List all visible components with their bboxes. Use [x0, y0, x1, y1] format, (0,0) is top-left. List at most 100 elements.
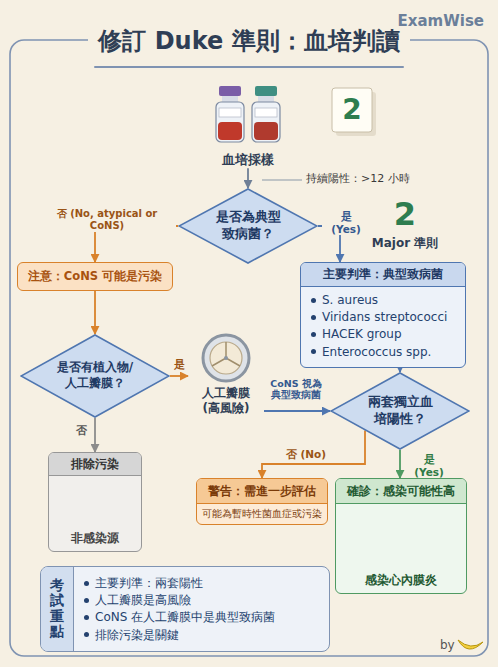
box-text: 感染心內膜炎 — [336, 570, 466, 593]
box-heading: 主要判準：典型致病菌 — [301, 263, 465, 287]
title-bar: 修訂 Duke 準則：血培判讀 — [0, 26, 498, 56]
diagnosis-box: 確診：感染可能性高感染心內膜炎 — [335, 478, 467, 594]
flow-connector — [262, 431, 365, 479]
box-text: 注意：CoNS 可能是污染 — [23, 269, 167, 284]
count-card — [332, 88, 376, 136]
diagram-title: 修訂 Duke 準則：血培判讀 — [88, 27, 409, 55]
valve-leaflets — [212, 342, 240, 366]
diamond-inner: 是否有植入物/人工瓣膜？ — [20, 334, 170, 418]
decision-text: 兩套獨立血培陽性？ — [365, 394, 435, 428]
edge-label: 是 — [171, 358, 187, 371]
box-heading: 排除污染 — [49, 453, 141, 476]
valve-center — [224, 356, 228, 360]
card — [332, 88, 372, 132]
bullet-dot — [84, 615, 89, 620]
list-item: 主要判準：兩套陽性 — [95, 575, 203, 591]
bottle-liquid — [218, 122, 242, 140]
list-item: Enterococcus spp. — [322, 344, 431, 360]
criteria-box: 主要判準：典型致病菌S. aureusViridans streptococci… — [300, 262, 466, 368]
list-item: CoNS 在人工瓣膜中是典型致病菌 — [95, 609, 275, 625]
list-row: HACEK group — [311, 326, 455, 342]
diamond-inner: 是否為典型致病菌？ — [178, 188, 318, 264]
bottle-neck — [222, 96, 238, 102]
decision-text: 是否有植入物/人工瓣膜？ — [52, 360, 138, 391]
bottle-cap — [255, 86, 277, 96]
bullet-dot — [84, 632, 89, 637]
bottle-label — [219, 108, 241, 117]
banana-icon — [458, 640, 483, 649]
icon-space — [336, 504, 466, 570]
blood-culture-bottles — [216, 86, 280, 142]
card-number: 2 — [332, 92, 372, 128]
flow-connector — [399, 450, 401, 478]
box-text: 可能為暫時性菌血症或污染 — [197, 504, 327, 524]
list-row: 主要判準：兩套陽性 — [84, 575, 319, 591]
list-item: HACEK group — [322, 326, 402, 342]
decision-diamond: 是否為典型致病菌？ — [178, 188, 318, 264]
bullet-dot — [311, 349, 316, 354]
note-text: 持續陽性：>12 小時 — [306, 172, 410, 186]
decision-diamond: 是否有植入物/人工瓣膜？ — [20, 334, 170, 418]
valve-ring — [203, 335, 249, 381]
diamond-outline — [331, 373, 469, 449]
edge-label: 是 (Yes) — [405, 453, 453, 478]
edge-label: 否 (No) — [283, 448, 329, 461]
list-body: S. aureusViridans streptococciHACEK grou… — [301, 287, 465, 367]
prosthetic-valve — [203, 335, 249, 381]
diamond-inner: 兩套獨立血培陽性？ — [330, 372, 470, 450]
leader-line — [262, 179, 302, 180]
edge-label: 是 (Yes) — [322, 210, 370, 235]
bottle-cap — [219, 86, 241, 96]
alert-box: 警告：需進一步評估可能為暫時性菌血症或污染 — [196, 478, 328, 525]
big-number: 2 — [385, 196, 425, 232]
flow-connector — [247, 168, 249, 188]
bottle-liquid — [254, 122, 278, 140]
bullet-dot — [311, 298, 316, 303]
list-row: Viridans streptococci — [311, 309, 455, 325]
icon-space — [49, 476, 141, 528]
box-text: 非感染源 — [49, 528, 141, 551]
list-row: Enterococcus spp. — [311, 344, 455, 360]
outer-frame — [10, 40, 488, 656]
bottle-label — [255, 108, 277, 117]
diamond-outline — [21, 335, 169, 417]
node-label: 人工瓣膜 (高風險) — [198, 386, 254, 416]
byline: by — [440, 638, 455, 653]
exclude-box: 排除污染非感染源 — [48, 452, 142, 552]
node-label: 血培採樣 — [200, 152, 296, 168]
box-heading: 警告：需進一步評估 — [197, 479, 327, 504]
valve-orifice — [210, 342, 242, 374]
list-item: 排除污染是關鍵 — [95, 627, 179, 643]
flow-connector — [94, 291, 96, 334]
sample-node: 血培採樣 — [200, 80, 296, 168]
decision-diamond: 兩套獨立血培陽性？ — [330, 372, 470, 450]
bottle-body — [216, 102, 244, 142]
bullet-dot — [311, 332, 316, 337]
bottle-body — [252, 102, 280, 142]
edge-label: CoNS 視為典型致病菌 — [266, 378, 326, 401]
bullet-dot — [84, 581, 89, 586]
list-item: Viridans streptococci — [322, 309, 447, 325]
bullet-dot — [311, 315, 316, 320]
edge-label: 否 (No, atypical or CoNS) — [38, 208, 176, 232]
list-item: 人工瓣膜是高風險 — [95, 592, 191, 608]
criteria-tag: Major 準則 — [365, 236, 445, 251]
flow-connector — [399, 368, 401, 372]
side-column: 考試重點 — [41, 567, 74, 651]
bottle-neck — [258, 96, 274, 102]
exam-points-box: 考試重點主要判準：兩套陽性人工瓣膜是高風險CoNS 在人工瓣膜中是典型致病菌排除… — [40, 566, 330, 652]
decision-text: 是否為典型致病菌？ — [213, 209, 283, 243]
title-underline — [95, 66, 403, 68]
list-row: S. aureus — [311, 292, 455, 308]
list-body: 主要判準：兩套陽性人工瓣膜是高風險CoNS 在人工瓣膜中是典型致病菌排除污染是關… — [74, 567, 329, 651]
diamond-outline — [179, 189, 317, 263]
list-row: 排除污染是關鍵 — [84, 627, 319, 643]
warning-box: 注意：CoNS 可能是污染 — [17, 262, 173, 291]
list-row: 人工瓣膜是高風險 — [84, 592, 319, 608]
bullet-dot — [84, 598, 89, 603]
list-item: S. aureus — [322, 292, 378, 308]
box-heading: 確診：感染可能性高 — [336, 479, 466, 504]
valve-node: 人工瓣膜 (高風險) — [188, 330, 264, 416]
